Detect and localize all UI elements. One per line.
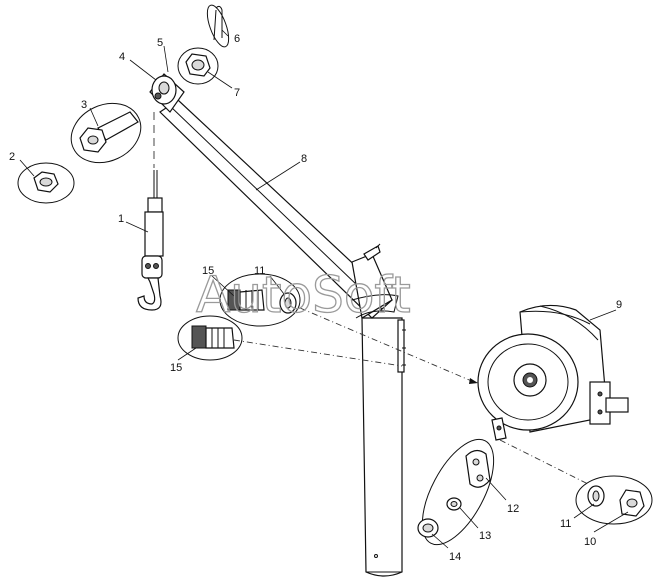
callout-15-lower: 15 xyxy=(170,362,182,374)
leader-lines xyxy=(19,29,629,549)
callout-3: 3 xyxy=(81,99,87,111)
part-7-castle-nut xyxy=(177,47,219,85)
callout-15-upper: 15 xyxy=(202,265,214,277)
callout-12: 12 xyxy=(507,503,519,515)
callout-6: 6 xyxy=(234,33,240,45)
part-2-nut xyxy=(17,162,75,204)
pulley-bracket xyxy=(149,73,185,113)
cable-hook-assembly xyxy=(137,112,164,311)
callout-8: 8 xyxy=(301,153,307,165)
callout-4: 4 xyxy=(119,51,125,63)
callout-1: 1 xyxy=(118,213,124,225)
callout-13: 13 xyxy=(479,530,491,542)
upper-bolt-washer-group xyxy=(219,273,301,327)
winch-drum xyxy=(477,304,629,441)
axis-lower xyxy=(233,339,403,367)
callout-5: 5 xyxy=(157,37,163,49)
vertical-post xyxy=(361,317,406,577)
callout-11-upper: 11 xyxy=(254,265,265,277)
part-6-cotter-pin xyxy=(206,4,230,48)
axis-upper-arrow xyxy=(469,378,478,384)
boom-arm xyxy=(159,99,399,319)
callout-11-lower: 11 xyxy=(560,518,571,530)
part-3-bolt xyxy=(70,102,142,164)
axis-upper xyxy=(299,307,475,383)
callout-2: 2 xyxy=(9,151,15,163)
callout-14: 14 xyxy=(449,551,461,563)
right-nut-washer-group xyxy=(575,475,653,525)
callout-10: 10 xyxy=(584,536,596,548)
callout-7: 7 xyxy=(234,87,240,99)
axis-winch xyxy=(499,439,601,491)
watermark-text: AutoSoft xyxy=(196,266,411,324)
lower-bracket-group xyxy=(417,438,495,546)
callout-9: 9 xyxy=(616,299,622,311)
